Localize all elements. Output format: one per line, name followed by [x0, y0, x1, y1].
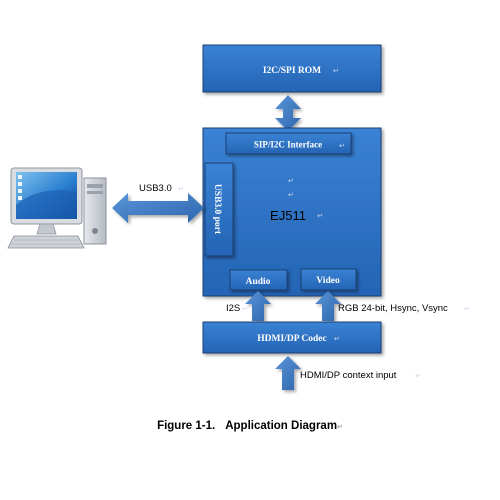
hdmi-input-label: HDMI/DP context input: [300, 370, 397, 381]
hdmi-dp-codec-label: HDMI/DP Codec: [257, 334, 326, 344]
svg-text:↵: ↵: [464, 306, 470, 313]
svg-text:↵: ↵: [334, 336, 340, 343]
chip-name: EJ511: [270, 208, 306, 223]
svg-text:↵: ↵: [288, 192, 294, 199]
figure-title: Application Diagram: [225, 420, 338, 432]
rom-to-chip-arrow: [275, 95, 301, 131]
hdmi-input-arrow: [275, 356, 301, 390]
svg-text:↵: ↵: [178, 186, 184, 193]
video-label: Video: [316, 276, 340, 286]
video-block: Video: [300, 268, 357, 291]
rgb-label: RGB 24-bit, Hsync, Vsync: [338, 303, 448, 314]
svg-text:↵: ↵: [339, 143, 345, 150]
usb3-port-label: USB3.0 port: [212, 184, 222, 235]
usb3-port-block: USB3.0 port: [204, 162, 234, 257]
i2c-spi-rom-label: I2C/SPI ROM: [263, 66, 321, 76]
audio-label: Audio: [246, 277, 271, 287]
usb-arrow: [112, 193, 204, 223]
hdmi-dp-codec-block: HDMI/DP Codec ↵: [202, 321, 382, 354]
svg-text:↵: ↵: [415, 373, 421, 380]
usb-label: USB3.0: [139, 183, 172, 194]
rgb-arrow: [315, 291, 341, 321]
figure-number: Figure 1-1.: [157, 420, 216, 432]
i2c-spi-rom-block: I2C/SPI ROM ↵: [202, 44, 382, 93]
figure-caption: Figure 1-1.Application Diagram↵: [157, 420, 343, 432]
i2s-label: I2S: [226, 303, 240, 314]
svg-text:↵: ↵: [333, 68, 339, 75]
sip-i2c-interface-label: SIP/I2C Interface: [254, 140, 322, 150]
svg-text:↵: ↵: [242, 306, 248, 313]
i2s-arrow: [245, 291, 271, 321]
ej511-chip-block: ↵ ↵ ↵ EJ511: [202, 127, 382, 297]
svg-text:↵: ↵: [317, 213, 323, 220]
sip-i2c-interface-block: SIP/I2C Interface ↵: [225, 132, 352, 155]
svg-text:↵: ↵: [288, 178, 294, 185]
audio-block: Audio: [229, 269, 288, 291]
desktop-computer-icon: [7, 167, 107, 249]
